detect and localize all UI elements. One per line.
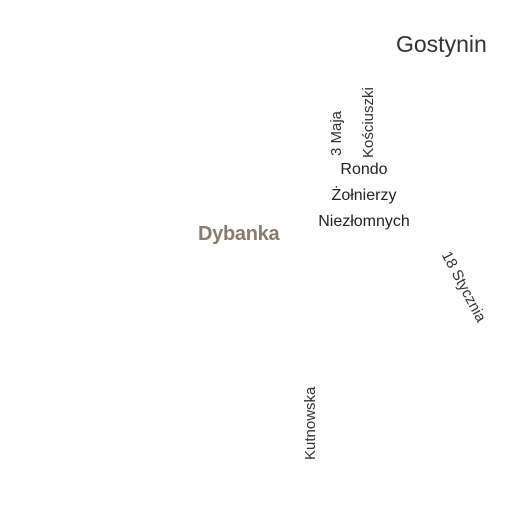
roundabout-label-line-3: Niezłomnych: [318, 213, 410, 230]
district-label-dybanka: Dybanka: [198, 223, 280, 245]
street-label-18-stycznia: 18 Stycznia: [437, 248, 490, 325]
roundabout-label: Rondo Żołnierzy Niezłomnych: [302, 157, 426, 235]
roundabout-label-line-1: Rondo: [340, 161, 388, 178]
roundabout-label-line-2: Żołnierzy: [331, 187, 397, 204]
street-label-3-maja: 3 Maja: [328, 110, 345, 156]
city-label-gostynin: Gostynin: [396, 31, 487, 57]
street-label-kutnowska: Kutnowska: [302, 386, 319, 460]
street-label-kosciuszki: Kościuszki: [360, 87, 377, 158]
